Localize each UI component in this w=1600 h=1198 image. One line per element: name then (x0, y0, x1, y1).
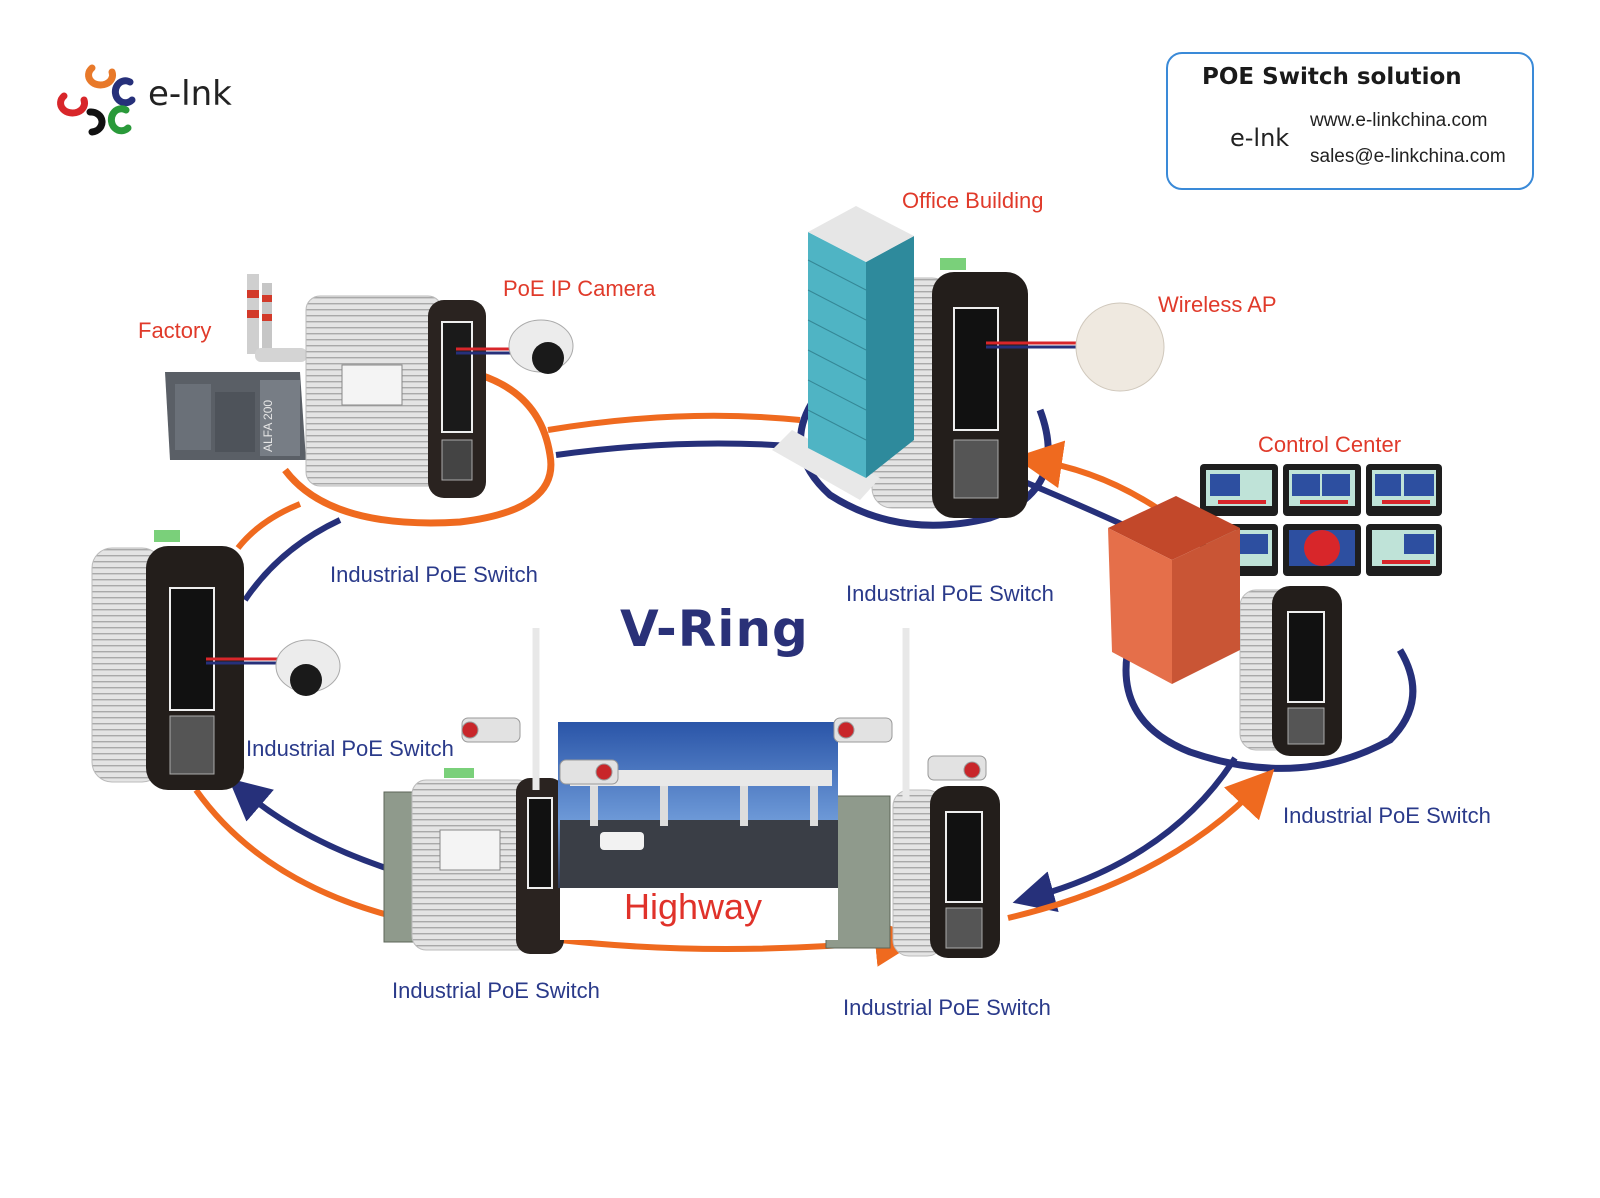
label-switch-right: Industrial PoE Switch (1283, 803, 1491, 828)
switch-factory (305, 295, 486, 498)
brand-name: e-lnk (148, 74, 232, 114)
website-link[interactable]: www.e-linkchina.com (1310, 110, 1488, 131)
switch-control-center (1239, 586, 1342, 756)
diagram-title: V-Ring (620, 600, 809, 658)
switch-highway-left (383, 768, 564, 954)
link-factory-office-blue (555, 440, 791, 458)
label-switch-left: Industrial PoE Switch (246, 736, 454, 761)
link-factory-office-orange (547, 412, 801, 433)
info-box-title: POE Switch solution (1202, 64, 1462, 90)
email-link[interactable]: sales@e-linkchina.com (1310, 146, 1506, 167)
traffic-camera (461, 717, 987, 785)
factory-loop-orange (282, 368, 555, 527)
link-factory-left-orange (235, 501, 302, 550)
wireless-ap-device (986, 302, 1165, 392)
link-highway-left-blue (228, 778, 393, 873)
info-box: POE Switch solution e-lnk www.e-linkchin… (1166, 52, 1534, 190)
red-building-roof (1108, 496, 1240, 560)
poe-ip-camera-top (456, 319, 574, 374)
street-poles (461, 628, 987, 800)
label-factory: Factory (138, 318, 212, 343)
switch-left (91, 530, 244, 790)
label-office-building: Office Building (902, 188, 1044, 213)
link-highway-control-orange (1007, 768, 1275, 921)
control-center-illustration (1108, 464, 1442, 684)
office-building-illustration (772, 206, 914, 500)
link-factory-left-blue (242, 517, 342, 602)
link-control-office-orange (1014, 440, 1162, 513)
highway-scene (558, 722, 838, 940)
brand-logo-mark (57, 64, 136, 136)
switch-highway-right (825, 786, 1000, 958)
label-poe-ip-camera: PoE IP Camera (503, 276, 656, 301)
link-left-highway-orange (193, 788, 389, 918)
link-control-highway-blue (1012, 756, 1238, 912)
label-control-center: Control Center (1258, 432, 1402, 457)
label-highway: Highway (624, 886, 763, 927)
label-wireless-ap: Wireless AP (1158, 292, 1277, 317)
poe-ip-camera-left (206, 639, 341, 696)
label-switch-bottom-right: Industrial PoE Switch (843, 995, 1051, 1020)
label-switch-top-right: Industrial PoE Switch (846, 581, 1054, 606)
operator-avatar (1304, 530, 1340, 566)
label-switch-bottom-left: Industrial PoE Switch (392, 978, 600, 1003)
factory-illustration: ALFA 200 (165, 274, 307, 460)
control-loop-blue (1122, 639, 1417, 772)
info-box-brand-name: e-lnk (1230, 124, 1290, 152)
svg-text:ALFA 200: ALFA 200 (261, 400, 275, 452)
label-switch-top-left: Industrial PoE Switch (330, 562, 538, 587)
